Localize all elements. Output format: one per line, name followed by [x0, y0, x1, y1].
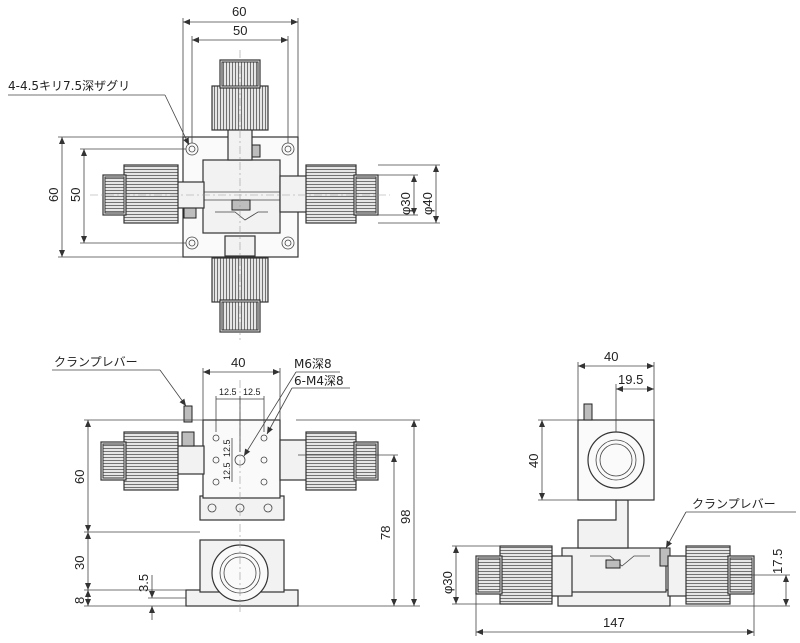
top-view: 60 50 60 50 φ30 φ40 4-4.5キリ7.5深ザグリ	[8, 4, 440, 340]
front-view: 40 12.5 12.5 12.5 12.5 M6深8 6-M4深8 クランプレ…	[52, 355, 420, 620]
dim-side-width-19-5: 19.5	[618, 372, 643, 387]
dim-top-width-50: 50	[233, 23, 247, 38]
note-m4: 6-M4深8	[294, 374, 344, 388]
dim-knob-dia-40: φ40	[420, 192, 435, 215]
m4-holes	[212, 434, 268, 486]
note-clamp-lever-front: クランプレバー	[54, 355, 138, 369]
dim-top-height-50: 50	[68, 188, 83, 202]
dim-front-width-40: 40	[231, 355, 245, 370]
side-view: 40 19.5 40 φ30 17.5 147 クランプレバー	[440, 349, 796, 636]
dim-side-height-17-5: 17.5	[770, 549, 785, 574]
note-clamp-lever-side: クランプレバー	[692, 497, 776, 511]
dim-pitch-h2: 12.5	[243, 387, 261, 397]
dim-front-height-3-5: 3.5	[136, 574, 151, 592]
dim-front-height-60: 60	[72, 470, 87, 484]
clamp-lever-front	[183, 405, 193, 423]
dim-knob-dia-30: φ30	[398, 192, 413, 215]
dim-side-knob-dia-30: φ30	[440, 571, 455, 594]
dim-top-height-60: 60	[46, 188, 61, 202]
dim-side-height-40: 40	[526, 454, 541, 468]
dim-front-height-8: 8	[72, 597, 87, 604]
dim-front-height-30: 30	[72, 556, 87, 570]
dim-side-total-147: 147	[603, 615, 625, 630]
dim-top-width-60: 60	[232, 4, 246, 19]
note-m6: M6深8	[294, 357, 332, 371]
dim-front-height-78: 78	[378, 526, 393, 540]
dim-side-width-40: 40	[604, 349, 618, 364]
dim-pitch-h1: 12.5	[219, 387, 237, 397]
dim-front-height-98: 98	[398, 510, 413, 524]
note-counterbore: 4-4.5キリ7.5深ザグリ	[8, 79, 130, 93]
dim-pitch-v2: 12.5	[222, 462, 232, 480]
dim-pitch-v1: 12.5	[222, 439, 232, 457]
